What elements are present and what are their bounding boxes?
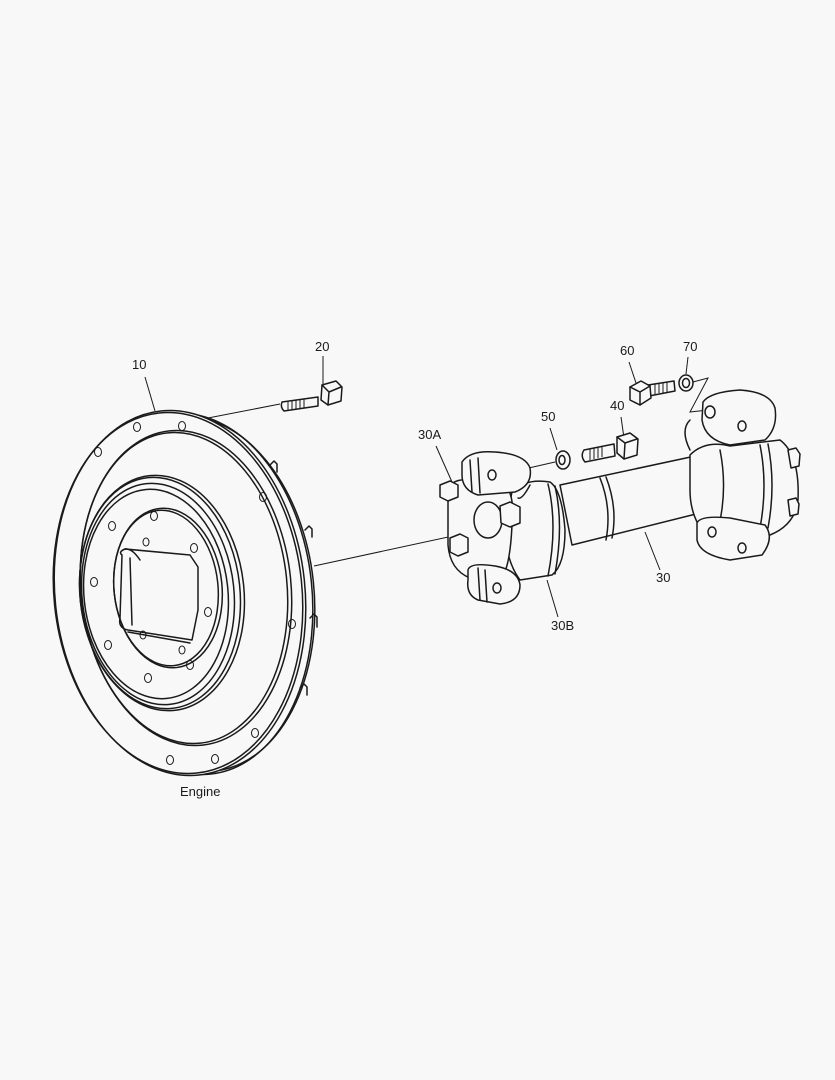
drive-shaft-30 (559, 389, 801, 561)
hub-bolt-holes (90, 511, 212, 683)
flywheel-coupling (52, 409, 318, 777)
callout-20: 20 (315, 339, 330, 354)
flange-bolt-holes (94, 421, 296, 765)
washer-50 (555, 450, 571, 470)
callout-70: 70 (683, 339, 698, 354)
callout-40: 40 (610, 398, 625, 413)
flange-yoke-30B (504, 480, 566, 581)
bolt-20 (280, 380, 343, 412)
washer-70 (678, 374, 694, 392)
callout-30B: 30B (551, 618, 575, 633)
callout-50: 50 (541, 409, 556, 424)
callout-10: 10 (132, 357, 147, 372)
bolt-60 (629, 380, 676, 406)
callout-60: 60 (620, 343, 635, 358)
bolt-40 (581, 432, 639, 463)
callout-30A: 30A (418, 427, 442, 442)
callout-30: 30 (656, 570, 671, 585)
universal-joint-30A (439, 450, 532, 605)
engine-caption: Engine (180, 784, 221, 799)
